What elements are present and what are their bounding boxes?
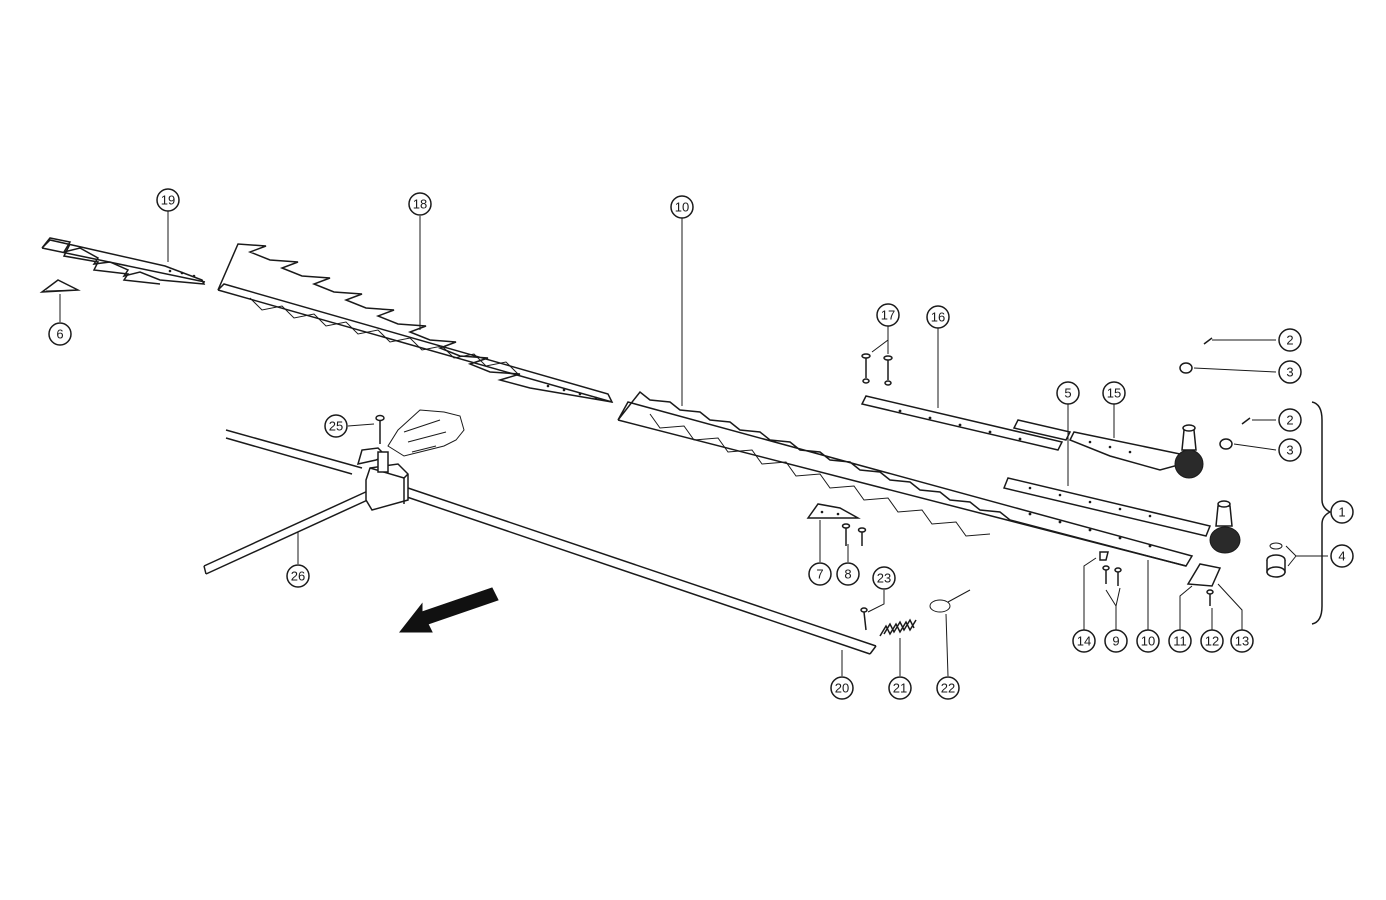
nut-3-mid <box>1219 438 1233 450</box>
svg-text:9: 9 <box>1112 634 1119 649</box>
svg-text:16: 16 <box>931 310 945 325</box>
callout-3-top: 3 <box>1278 360 1302 384</box>
callout-10-top: 10 <box>670 195 694 219</box>
nut-3-top <box>1179 362 1193 374</box>
svg-text:22: 22 <box>941 681 955 696</box>
bracket-11 <box>1186 563 1222 587</box>
callout-11: 11 <box>1168 629 1192 653</box>
svg-text:2: 2 <box>1286 333 1293 348</box>
spring-21 <box>879 618 917 637</box>
bolts-9 <box>1102 565 1122 586</box>
bolt-25 <box>375 414 385 444</box>
svg-text:3: 3 <box>1286 443 1293 458</box>
knife-head-5 <box>1002 477 1241 554</box>
callout-25: 25 <box>324 414 348 438</box>
svg-text:8: 8 <box>844 567 851 582</box>
callout-20: 20 <box>830 676 854 700</box>
svg-text:2: 2 <box>1286 413 1293 428</box>
callout-21: 21 <box>888 676 912 700</box>
callout-26: 26 <box>286 564 310 588</box>
svg-text:4: 4 <box>1338 549 1345 564</box>
callout-16: 16 <box>926 305 950 329</box>
svg-text:14: 14 <box>1077 634 1091 649</box>
knife-head-15 <box>1012 419 1204 479</box>
bolts-17 <box>861 353 893 386</box>
svg-text:18: 18 <box>413 197 427 212</box>
svg-text:3: 3 <box>1286 365 1293 380</box>
svg-text:19: 19 <box>161 193 175 208</box>
rod-26 <box>203 489 373 575</box>
washer-14 <box>1099 551 1109 561</box>
svg-text:17: 17 <box>881 308 895 323</box>
drive-bar-16 <box>860 395 1064 451</box>
svg-text:25: 25 <box>329 419 343 434</box>
group-bracket-1 <box>1311 401 1332 625</box>
knife-section-6 <box>39 279 81 293</box>
svg-text:6: 6 <box>56 327 63 342</box>
svg-text:15: 15 <box>1107 386 1121 401</box>
loop-22 <box>929 589 971 613</box>
knife-section-18 <box>217 243 614 403</box>
callout-22: 22 <box>936 676 960 700</box>
bolt-8 <box>841 523 867 546</box>
svg-text:23: 23 <box>877 571 891 586</box>
svg-text:5: 5 <box>1064 386 1071 401</box>
callout-4: 4 <box>1330 544 1354 568</box>
callout-14: 14 <box>1072 629 1096 653</box>
svg-text:1: 1 <box>1338 505 1345 520</box>
drive-rod-20 <box>225 429 877 655</box>
knife-section-19 <box>41 237 206 285</box>
callout-6: 6 <box>48 322 72 346</box>
svg-text:10: 10 <box>675 200 689 215</box>
svg-text:13: 13 <box>1235 634 1249 649</box>
bolt-12 <box>1206 589 1214 606</box>
callout-5: 5 <box>1056 381 1080 405</box>
svg-text:26: 26 <box>291 569 305 584</box>
callout-8: 8 <box>836 562 860 586</box>
callout-19: 19 <box>156 188 180 212</box>
svg-text:12: 12 <box>1205 634 1219 649</box>
svg-text:20: 20 <box>835 681 849 696</box>
pin-2-top <box>1203 337 1213 345</box>
callout-18: 18 <box>408 192 432 216</box>
pin-23 <box>860 607 868 631</box>
svg-text:7: 7 <box>816 567 823 582</box>
svg-text:10: 10 <box>1141 634 1155 649</box>
callout-13: 13 <box>1230 629 1254 653</box>
bearing-4 <box>1266 542 1286 578</box>
clip-7 <box>806 503 861 519</box>
direction-arrow-icon <box>398 587 499 633</box>
callout-2-top: 2 <box>1278 328 1302 352</box>
pin-2-mid <box>1241 417 1251 425</box>
callout-1: 1 <box>1330 500 1354 524</box>
callout-7: 7 <box>808 562 832 586</box>
callout-9: 9 <box>1104 629 1128 653</box>
callout-10-bottom: 10 <box>1136 629 1160 653</box>
callout-2-mid: 2 <box>1278 408 1302 432</box>
svg-text:11: 11 <box>1173 634 1187 649</box>
leader-lines <box>59 210 1328 677</box>
callout-23: 23 <box>872 566 896 590</box>
knife-section-10 <box>617 390 1194 567</box>
callout-17: 17 <box>876 303 900 327</box>
callout-15: 15 <box>1102 381 1126 405</box>
callout-3-mid: 3 <box>1278 438 1302 462</box>
callout-12: 12 <box>1200 629 1224 653</box>
svg-text:21: 21 <box>893 681 907 696</box>
guide-block <box>356 409 465 511</box>
